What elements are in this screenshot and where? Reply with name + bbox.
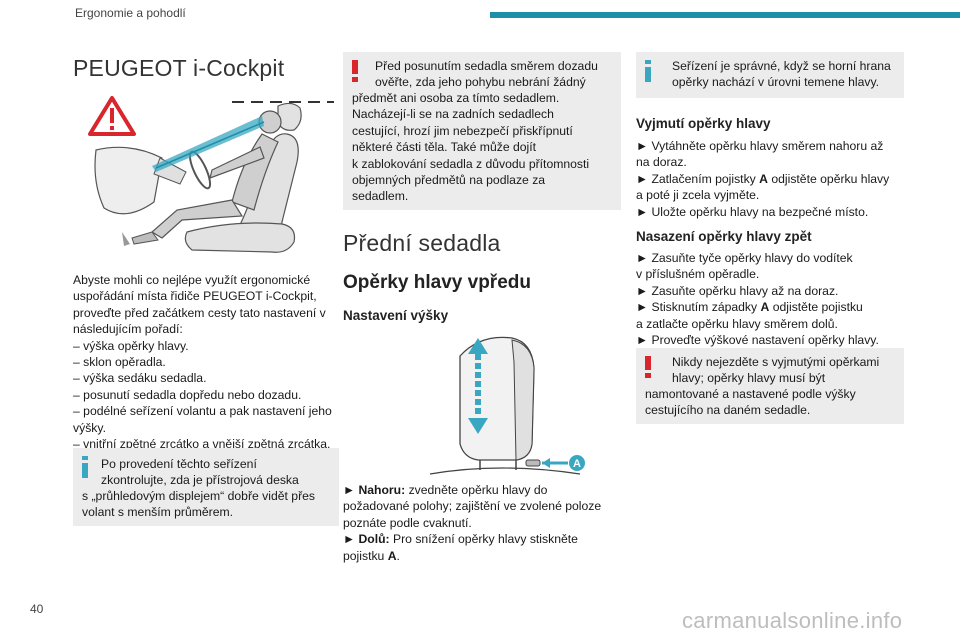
intro-line: následujícím pořadí:: [73, 322, 183, 337]
info-note-headrest: Seřízení je správné, když se horní hrana…: [636, 52, 904, 98]
warning-line: objemných předmětů na podlaze za: [352, 173, 546, 188]
header-accent-bar: [490, 12, 960, 18]
install-step: ► Proveďte výškové nastavení opěrky hlav…: [636, 333, 879, 348]
warning-line: sedadlem.: [352, 189, 409, 204]
warning-line: Nacházejí-li se na zadních sedadlech: [352, 107, 554, 122]
list-item: – výška sedáku sedadla.: [73, 371, 207, 386]
warning-line: některé části těla. Také může dojít: [352, 140, 537, 155]
warning-line: k zablokování sedadla z důvodu přítomnos…: [352, 156, 590, 171]
info-icon: [645, 60, 651, 82]
list-item: výšky.: [73, 420, 106, 435]
info-line: volant s menším průměrem.: [82, 505, 234, 520]
list-item: – sklon opěradla.: [73, 355, 166, 370]
remove-step: a poté ji zcela vyjměte.: [636, 188, 760, 203]
intro-line: Abyste mohli co nejlépe využít ergonomic…: [73, 273, 311, 287]
warning-note-headrest: Nikdy nejezděte s vyjmutými opěrkami hla…: [636, 348, 904, 424]
install-step: odjistěte pojistku: [772, 300, 863, 315]
up-text: poznáte podle cvaknutí.: [343, 515, 472, 530]
warning-line: Nikdy nejezděte s vyjmutými opěrkami: [672, 355, 880, 369]
driving-position-illustration: [88, 96, 334, 253]
info-line: Po provedení těchto seřízení: [101, 457, 257, 471]
info-line: s „průhledovým displejem“ dobře vidět př…: [82, 489, 316, 503]
warning-line: cestující, hrozí jim nebezpečí přiskřípn…: [352, 123, 573, 138]
latch-ref: A: [760, 300, 770, 315]
watermark: carmanualsonline.info: [682, 608, 903, 633]
warning-line: hlavy; opěrky hlavy musí být: [672, 371, 826, 386]
remove-step: ► Uložte opěrku hlavy na bezpečné místo.: [636, 204, 869, 219]
info-line: Seřízení je správné, když se horní hrana: [672, 59, 891, 73]
list-item: – posunutí sedadla dopředu nebo dozadu.: [73, 387, 302, 402]
headrest-illustration: A: [429, 336, 585, 475]
remove-text: ► Vytáhněte opěrku hlavy směrem nahoru a…: [636, 138, 904, 220]
remove-step: na doraz.: [636, 155, 687, 170]
warning-line: předmět ani osoba za tímto sedadlem.: [352, 91, 560, 105]
install-text: ► Zasuňte tyče opěrky hlavy do vodítek v…: [636, 250, 904, 348]
install-step: ► Stisknutím západky: [636, 300, 758, 315]
info-note-cockpit: Po provedení těchto seřízení zkontrolujt…: [73, 448, 339, 526]
warning-line: namontované a nastavené podle výšky: [645, 387, 856, 401]
warning-note-seat: Před posunutím sedadla směrem dozadu ově…: [343, 52, 621, 210]
page-title: PEUGEOT i-Cockpit: [73, 55, 285, 81]
down-text: Pro snížení opěrky hlavy stiskněte: [392, 532, 578, 547]
list-item: – výška opěrky hlavy.: [73, 338, 189, 353]
up-text: zvedněte opěrku hlavy do: [408, 483, 548, 497]
height-adjust-title: Nastavení výšky: [343, 308, 449, 323]
warning-icon: [645, 356, 651, 378]
up-text: požadované polohy; zajištění ve zvolené …: [343, 499, 602, 514]
section-title: Přední sedadla: [343, 230, 501, 256]
install-title: Nasazení opěrky hlavy zpět: [636, 229, 812, 244]
subsection-title: Opěrky hlavy vpředu: [343, 272, 531, 293]
down-text: pojistku: [343, 548, 385, 563]
install-step: ► Zasuňte opěrku hlavy až na doraz.: [636, 283, 839, 298]
info-line: opěrky nachází v úrovni temene hlavy.: [672, 75, 880, 90]
warning-line: ověřte, zda jeho pohybu nebrání žádný: [375, 75, 586, 89]
remove-title: Vyjmutí opěrky hlavy: [636, 116, 771, 131]
down-text-end: .: [396, 548, 400, 563]
latch-ref: A: [759, 171, 768, 186]
up-label: Nahoru:: [358, 483, 406, 497]
remove-step: odjistěte opěrku hlavy: [771, 171, 890, 186]
page-number: 40: [30, 602, 44, 616]
down-label: Dolů:: [358, 532, 390, 547]
intro-line: proveďte před začátkem cesty tato nastav…: [73, 305, 326, 320]
list-item: – vnitřní zpětné zrcátko a vnější zpětná…: [73, 437, 331, 452]
install-step: a zatlačte opěrku hlavy směrem dolů.: [636, 316, 838, 331]
running-header: Ergonomie a pohodlí: [75, 6, 186, 20]
cockpit-intro-text: Abyste mohli co nejlépe využít ergonomic…: [73, 272, 339, 452]
remove-step: ► Zatlačením pojistky: [636, 171, 756, 186]
latch-ref: A: [387, 548, 397, 563]
remove-step: ► Vytáhněte opěrku hlavy směrem nahoru a…: [636, 139, 884, 153]
warning-icon: [352, 60, 358, 82]
install-step: v příslušném opěradle.: [636, 267, 760, 282]
info-icon: [82, 456, 88, 478]
list-item: – podélné seřízení volantu a pak nastave…: [73, 404, 332, 419]
intro-line: uspořádání místa řidiče PEUGEOT i-Cockpi…: [73, 289, 317, 304]
info-line: zkontrolujte, zda je přístrojová deska: [101, 473, 299, 487]
install-step: ► Zasuňte tyče opěrky hlavy do vodítek: [636, 251, 853, 265]
figure-label-a: A: [573, 458, 581, 470]
warning-icon: [88, 96, 136, 136]
warning-line: cestujícího na daném sedadle.: [645, 403, 811, 418]
height-adjust-text: ► Nahoru: zvedněte opěrku hlavy do požad…: [343, 482, 621, 564]
warning-line: Před posunutím sedadla směrem dozadu: [375, 59, 598, 73]
